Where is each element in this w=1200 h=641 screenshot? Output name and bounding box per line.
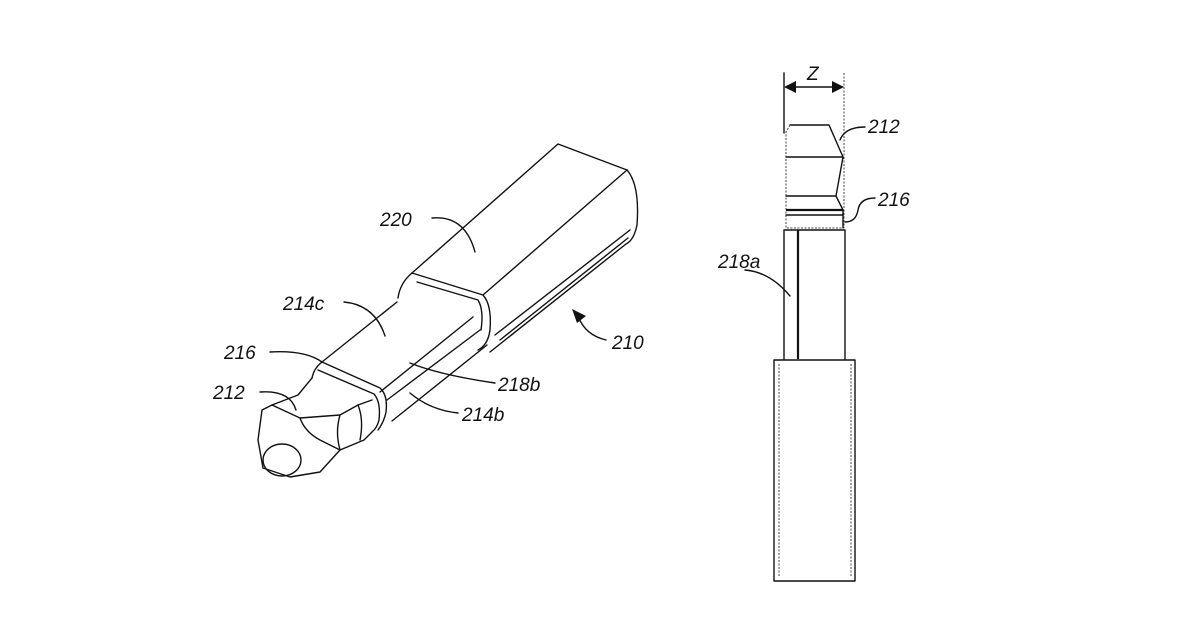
label-210: 210: [611, 333, 644, 354]
leader-210: [577, 315, 607, 341]
leader-216-side: [844, 197, 876, 223]
tip-212: [257, 377, 373, 478]
leader-218b: [409, 362, 496, 384]
label-218a: 218a: [717, 252, 760, 273]
label-212: 212: [212, 383, 245, 404]
shaft-side: [783, 229, 846, 360]
perspective-view: 220 214c 216 212 218b 214b 210: [212, 143, 644, 478]
arrow-210-icon: [572, 309, 586, 323]
sleeve-220: [397, 143, 639, 353]
label-212-side: 212: [867, 117, 900, 138]
arrow-left-icon: [784, 81, 796, 93]
leader-212-side: [839, 126, 866, 141]
tip-212-side: [785, 124, 844, 229]
label-220: 220: [379, 210, 412, 231]
side-view: Z 212 216 218a: [717, 64, 910, 582]
leader-214b: [409, 392, 459, 414]
leader-214c: [343, 301, 386, 337]
arrow-right-icon: [832, 81, 844, 93]
label-214b: 214b: [461, 405, 504, 426]
leader-212: [259, 391, 297, 411]
label-218b: 218b: [497, 375, 540, 396]
label-z: Z: [806, 64, 820, 85]
leader-218a: [744, 269, 791, 297]
label-216: 216: [223, 343, 256, 364]
body-214: [321, 301, 488, 422]
leader-216: [269, 351, 323, 363]
label-216-side: 216: [877, 190, 910, 211]
sleeve-side: [773, 359, 856, 582]
band-216: [311, 361, 388, 433]
label-214c: 214c: [282, 294, 325, 315]
leader-220: [431, 217, 476, 253]
